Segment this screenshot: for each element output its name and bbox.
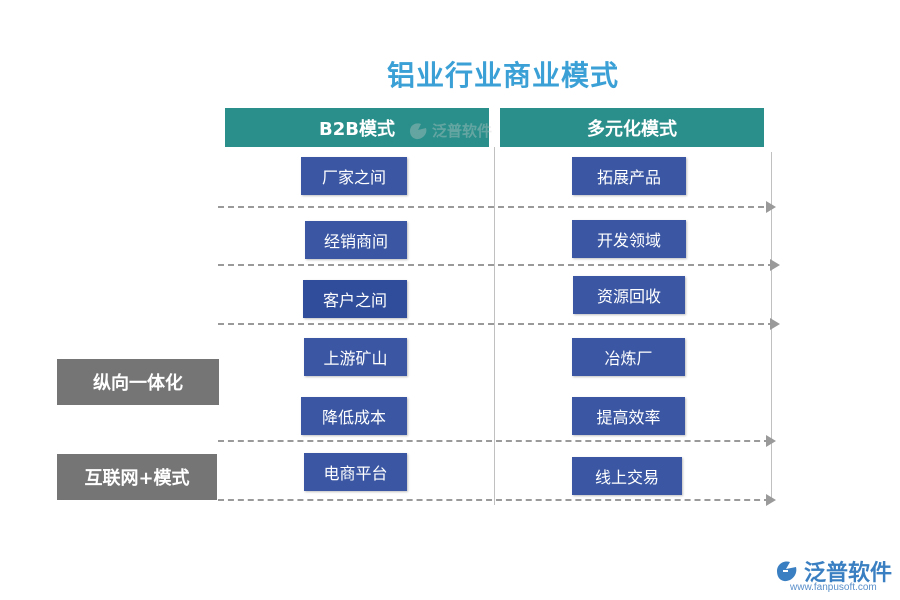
label-vertical-integration: 纵向一体化 [57,359,219,405]
label-internet-plus: 互联网+模式 [57,454,217,500]
box-online-trading: 线上交易 [572,457,682,495]
dashed-separator [218,499,770,501]
dashed-separator [218,264,774,266]
box-upstream-mines: 上游矿山 [304,338,407,376]
dashed-separator [218,440,770,442]
box-improve-efficiency: 提高效率 [572,397,685,435]
box-customers: 客户之间 [303,280,407,318]
arrow-right-icon [770,318,780,330]
header-diversified: 多元化模式 [500,108,764,147]
box-develop-fields: 开发领域 [572,220,686,258]
box-expand-products: 拓展产品 [572,157,686,195]
dashed-separator [218,206,774,208]
logo-text: 泛普软件 [804,561,893,586]
arrow-right-icon [766,201,776,213]
arrow-right-icon [770,259,780,271]
box-resource-recycling: 资源回收 [573,276,685,314]
box-smelter: 冶炼厂 [572,338,685,376]
box-reduce-cost: 降低成本 [301,397,407,435]
box-ecommerce-platform: 电商平台 [304,453,407,491]
dashed-separator [218,323,774,325]
watermark-logo-icon [410,122,427,139]
watermark-text: 泛普软件 [432,122,493,140]
center-divider [494,147,495,505]
arrow-right-icon [766,494,776,506]
box-distributors: 经销商间 [305,221,407,259]
arrow-right-icon [766,435,776,447]
diagram-title: 铝业行业商业模式 [386,59,619,92]
logo-url: www.fanpusoft.com [790,582,877,593]
fanpu-logo-icon [777,561,797,582]
brand-logo: 泛普软件 [774,555,892,587]
header-b2b: B2B模式 [225,108,489,147]
box-factory-to-factory: 厂家之间 [301,157,407,195]
watermark: 泛普软件 [408,120,492,141]
